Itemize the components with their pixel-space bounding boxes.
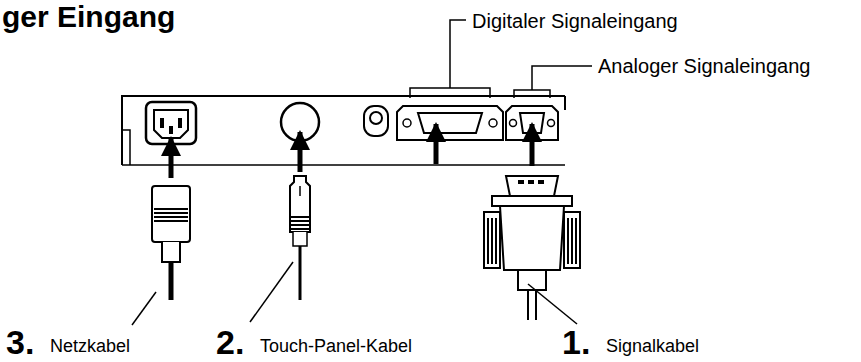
signal-plug	[484, 176, 580, 320]
touch-panel-plug	[290, 176, 310, 300]
cable-label: Netzkabel	[50, 337, 130, 355]
monitor-back-panel	[122, 96, 565, 165]
housing-step	[122, 130, 130, 165]
round-port	[364, 106, 388, 136]
leader-line	[528, 284, 577, 324]
insert-arrow	[530, 124, 535, 166]
callout-number: 2.	[216, 325, 244, 359]
section-heading: ger Eingang	[2, 2, 175, 32]
dvi-connector	[397, 106, 503, 140]
housing-edge	[564, 96, 566, 110]
leader-line	[250, 262, 293, 322]
power-plug	[152, 186, 190, 300]
leader-line	[410, 20, 592, 98]
power-socket	[146, 102, 196, 144]
housing-outline	[122, 96, 565, 165]
insert-arrow	[169, 138, 174, 178]
callout-number: 1.	[562, 325, 590, 359]
port-label: Digitaler Signaleingang	[472, 11, 678, 31]
housing-bottom	[122, 164, 565, 166]
cable-label: Touch-Panel-Kabel	[260, 337, 412, 355]
leader-line	[132, 292, 156, 325]
insert-arrow	[298, 132, 303, 172]
port-label: Analoger Signaleingang	[598, 56, 810, 76]
insert-arrow	[434, 124, 439, 164]
cable-label: Signalkabel	[606, 337, 699, 355]
callout-number: 3.	[6, 325, 34, 359]
